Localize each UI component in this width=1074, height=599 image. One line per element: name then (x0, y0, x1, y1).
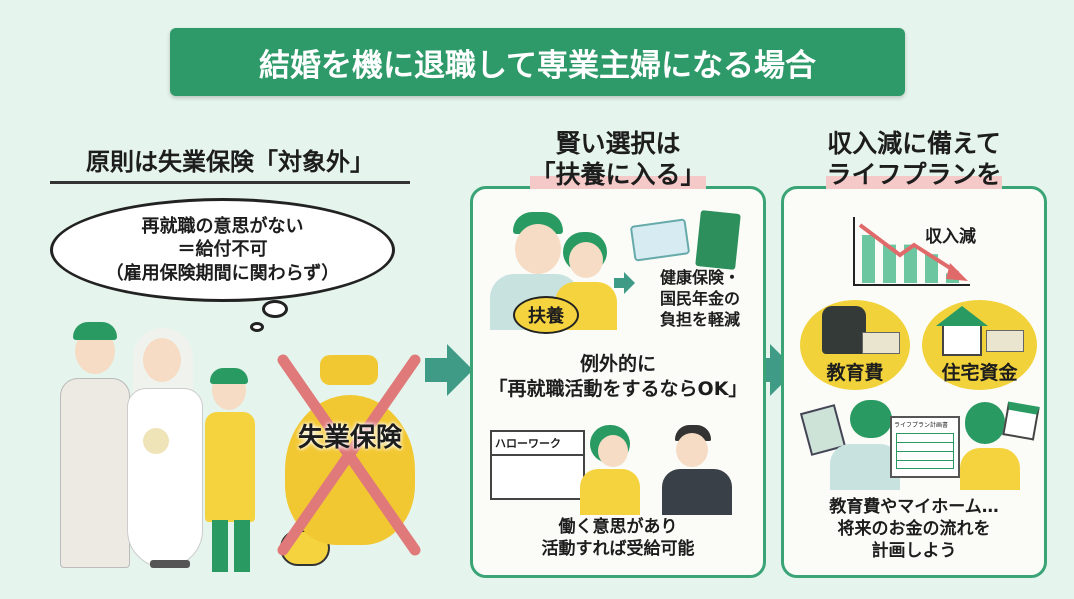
pension-book-icon (695, 210, 741, 270)
housing-circle: 住宅資金 (922, 300, 1037, 390)
chart-bar (904, 244, 917, 283)
arrow-right-icon (614, 272, 635, 294)
fuyou-badge: 扶養 (513, 296, 579, 334)
bottom-line: 活動すれば受給可能 (541, 539, 695, 560)
education-label: 教育費 (826, 362, 884, 384)
benefit-line: 負担を軽減 (659, 309, 740, 329)
couple-illustration (55, 318, 205, 578)
chart-bar (925, 254, 938, 283)
chart-bar (862, 235, 875, 283)
arrow-right-icon (425, 344, 473, 396)
house-icon (942, 324, 982, 356)
middle-bottom-text: 働く意思があり 活動すれば受給可能 (470, 516, 766, 560)
bubble-line: 再就職の意思がない (141, 215, 304, 237)
school-bag-icon (822, 306, 866, 354)
insurance-card-icon (629, 218, 691, 262)
sheet-title: ライフプラン計画書 (894, 422, 949, 429)
benefit-text: 健康保険・ 国民年金の 負担を軽減 (640, 268, 760, 330)
bottom-line: 教育費やマイホーム… (829, 497, 999, 517)
exception-line: 例外的に (579, 353, 656, 375)
money-icon (862, 332, 900, 354)
thought-bubble: 再就職の意思がない ＝給付不可 （雇用保険期間に関わらず） (50, 198, 395, 302)
housing-label: 住宅資金 (941, 362, 1018, 384)
bottom-line: 働く意思があり (558, 517, 678, 537)
middle-heading: 賢い選択は 「扶養に入る」 (470, 128, 766, 191)
decline-arrow (858, 223, 960, 275)
benefit-line: 国民年金の (659, 288, 740, 308)
heading-line: ライフプランを (826, 160, 1002, 190)
bubble-dot (250, 322, 264, 332)
heading-line: 「扶養に入る」 (530, 160, 706, 190)
benefit-line: 健康保険・ (659, 268, 740, 287)
calendar-icon (1002, 401, 1040, 441)
exception-line: 「再就職活動をするならOK」 (488, 377, 748, 400)
income-chart (853, 217, 970, 286)
education-circle: 教育費 (800, 300, 910, 390)
bubble-dot (262, 300, 288, 318)
consultation-illustration (570, 425, 750, 515)
couple-fuyou-illustration: 扶養 (485, 210, 620, 334)
chart-axis (853, 217, 970, 286)
right-heading: 収入減に備えて ライフプランを (781, 128, 1047, 191)
bottom-line: 将来のお金の流れを (837, 519, 991, 540)
unemployment-insurance-bag: 失業保険 (277, 354, 421, 556)
right-bottom-text: 教育費やマイホーム… 将来のお金の流れを 計画しよう (781, 496, 1047, 562)
exception-heading: 例外的に 「再就職活動をするならOK」 (470, 352, 766, 401)
bubble-line: （雇用保険期間に関わらず） (105, 262, 340, 284)
bubble-line: ＝給付不可 (177, 239, 268, 261)
bottom-line: 計画しよう (871, 541, 957, 562)
hello-work-sign: ハローワーク (492, 432, 583, 456)
page-title: 結婚を機に退職して専業主婦になる場合 (170, 28, 905, 96)
life-plan-sheet: ライフプラン計画書 (890, 416, 960, 478)
left-heading: 原則は失業保険「対象外」 (50, 142, 410, 184)
hello-work-building: ハローワーク (490, 430, 585, 500)
heading-line: 収入減に備えて (827, 129, 1001, 158)
bag-label: 失業保険 (297, 423, 402, 453)
chart-bar (883, 244, 896, 283)
income-drop-label: 収入減 (925, 227, 976, 247)
heading-line: 賢い選択は (555, 129, 681, 158)
money-icon (986, 330, 1024, 352)
planning-illustration: ライフプラン計画書 (799, 400, 1040, 490)
red-x-icon (277, 354, 421, 556)
decline-arrow-head (946, 263, 968, 281)
